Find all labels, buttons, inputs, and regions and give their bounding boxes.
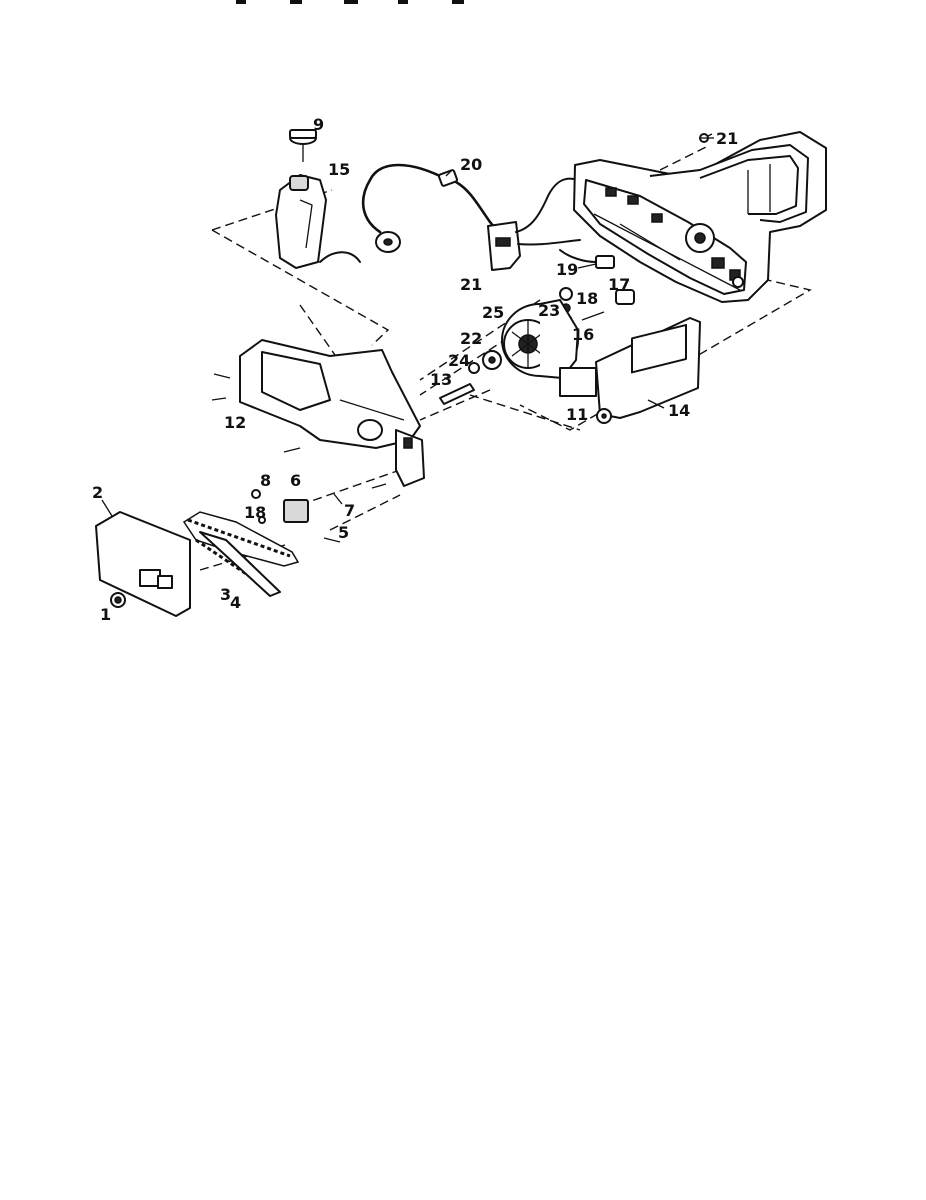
callout-18-motor: 18: [576, 289, 598, 308]
armature-part: [501, 299, 579, 379]
chain-bar-part: [182, 511, 300, 597]
motor-housing-part: [573, 131, 827, 303]
callout-18-clamp: 18: [244, 503, 266, 522]
callout-22: 22: [460, 329, 482, 348]
callout-21-switch: 21: [460, 275, 482, 294]
callout-16: 16: [572, 325, 594, 344]
callout-8: 8: [260, 471, 271, 490]
callout-11: 11: [566, 405, 588, 424]
header-fragment: [236, 0, 464, 4]
oil-cap-part: [289, 129, 317, 162]
callout-14: 14: [668, 401, 690, 420]
callout-4: 4: [230, 593, 241, 612]
callout-9: 9: [313, 115, 324, 134]
power-cord-part: [361, 163, 512, 253]
clamp-hardware-group: [251, 483, 387, 543]
callout-25: 25: [482, 303, 504, 322]
bar-cover-part: [95, 511, 191, 617]
callout-23: 23: [538, 301, 560, 320]
callout-21-top: 21: [716, 129, 738, 148]
callout-17: 17: [608, 275, 630, 294]
shaft-pin-part: [439, 383, 475, 405]
callout-leaders: [101, 137, 714, 517]
callout-1: 1: [100, 605, 111, 624]
handle-body-part: [211, 339, 425, 487]
callout-2: 2: [92, 483, 103, 502]
callout-7: 7: [344, 501, 355, 520]
oil-tank-part: [275, 174, 361, 269]
switch-part: [487, 177, 581, 271]
washer-parts: [468, 350, 502, 374]
callout-19: 19: [556, 260, 578, 279]
callouts: 9 15 20 21 21 19 17 18 23 16 25 22 24 13…: [92, 115, 738, 624]
callout-15: 15: [328, 160, 350, 179]
callout-3: 3: [220, 585, 231, 604]
callout-13: 13: [430, 370, 452, 389]
callout-5: 5: [338, 523, 349, 542]
callout-20: 20: [460, 155, 482, 174]
callout-6: 6: [290, 471, 301, 490]
callout-12: 12: [224, 413, 246, 432]
callout-24: 24: [448, 351, 470, 370]
side-cover-part: [559, 317, 701, 424]
small-hardware-group: [547, 249, 635, 321]
